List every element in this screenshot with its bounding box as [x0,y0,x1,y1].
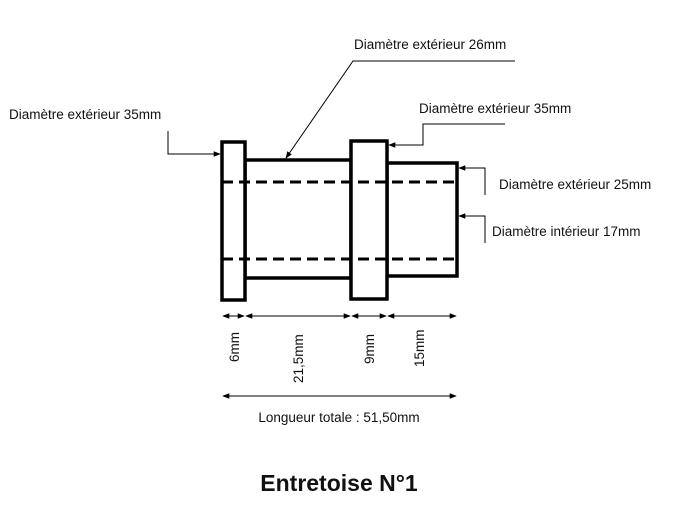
flange-left-35mm [220,140,247,302]
label-inner-17: Diamètre intérieur 17mm [492,224,641,239]
leader-outer-25 [458,165,486,195]
dim-label-seg4: 15mm [412,329,427,367]
leader-outer-35-right [388,123,505,148]
drawing-title: Entretoise N°1 [260,470,418,496]
flange-right-35mm [349,139,389,301]
label-outer-26: Diamètre extérieur 26mm [354,37,506,52]
dim-label-seg2: 21,5mm [291,334,306,383]
label-outer-35-left: Diamètre extérieur 35mm [9,107,161,122]
dim-label-seg1: 6mm [227,332,242,362]
leader-outer-35-left [167,131,221,157]
leader-inner-17 [458,213,486,243]
spacer-part [220,139,459,302]
dim-label-seg3: 9mm [362,334,377,364]
leader-outer-26 [285,60,515,159]
dim-label-total: Longueur totale : 51,50mm [258,410,419,425]
label-outer-25: Diamètre extérieur 25mm [499,177,651,192]
label-outer-35-right: Diamètre extérieur 35mm [419,101,571,116]
